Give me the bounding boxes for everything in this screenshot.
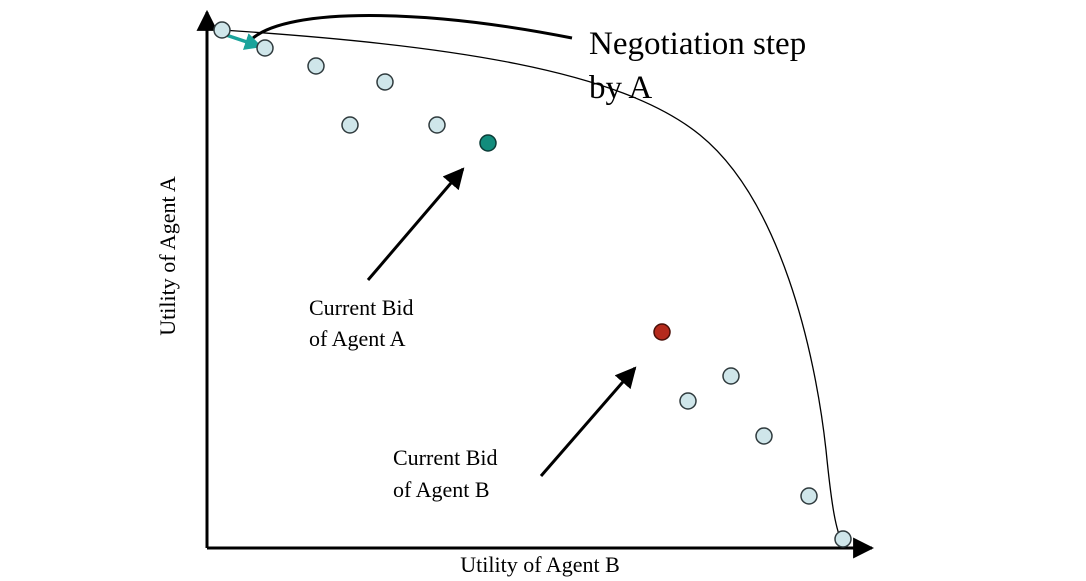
current-bid-agent-b-label-line: Current Bid <box>393 445 498 470</box>
negotiation-step-label: Negotiation step by A <box>589 26 814 106</box>
bid-point <box>834 530 852 548</box>
y-axis-label: Utility of Agent A <box>155 176 180 336</box>
current-bid-agent-b-arrow <box>539 366 637 477</box>
current-bid-agent-a-label-line: Current Bid <box>309 295 414 320</box>
current-bid-agent-b-label: Current Bid of Agent B <box>393 445 503 502</box>
current-bid-agent-a-label-line: of Agent A <box>309 326 406 351</box>
negotiation-step-arrow <box>225 33 263 50</box>
current-bid-agent-b-point <box>653 323 671 341</box>
negotiation-step-callout-line <box>252 14 573 40</box>
current-bid-agent-a-point <box>479 134 497 152</box>
bid-point <box>722 367 740 385</box>
bid-point <box>800 487 818 505</box>
bid-point <box>307 57 325 75</box>
bid-point <box>428 116 446 134</box>
negotiation-step-label-line: by A <box>589 70 652 106</box>
bid-point <box>679 392 697 410</box>
bid-point <box>755 427 773 445</box>
current-bid-agent-a-arrow <box>366 167 465 281</box>
bid-point <box>213 21 231 39</box>
current-bid-agent-b-label-line: of Agent B <box>393 477 490 502</box>
current-bid-agent-a-label: Current Bid of Agent A <box>309 295 419 351</box>
bid-point <box>256 39 274 57</box>
x-axis-label: Utility of Agent B <box>460 552 620 577</box>
pareto-frontier-curve <box>221 29 844 546</box>
bid-point <box>341 116 359 134</box>
bid-point <box>376 73 394 91</box>
negotiation-step-label-line: Negotiation step <box>589 26 806 62</box>
